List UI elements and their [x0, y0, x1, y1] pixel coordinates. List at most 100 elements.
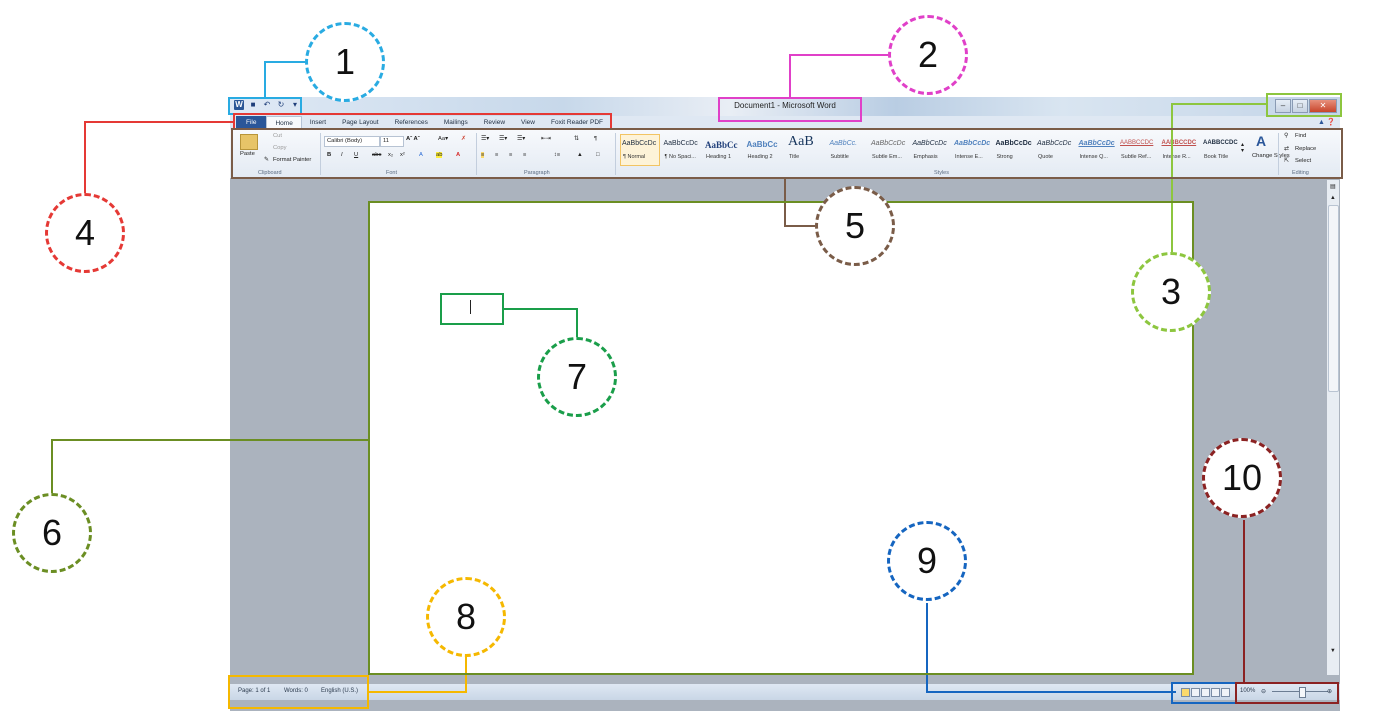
- multilevel-list-icon[interactable]: ☰▾: [517, 136, 526, 142]
- font-size-select[interactable]: 11: [380, 136, 404, 147]
- text-effects-icon[interactable]: A: [419, 152, 423, 158]
- sort-icon[interactable]: ⇅: [574, 136, 579, 142]
- numbering-icon[interactable]: ☰▾: [499, 136, 508, 142]
- replace-button[interactable]: Replace: [1295, 146, 1317, 152]
- web-layout-view-button[interactable]: [1201, 688, 1210, 697]
- undo-icon[interactable]: ↶: [263, 100, 271, 109]
- copy-button[interactable]: Copy: [273, 145, 287, 151]
- ribbon-home: [230, 130, 1340, 178]
- style-preview[interactable]: AaBbCc: [705, 140, 738, 150]
- style-preview[interactable]: AaBbCcDc: [995, 140, 1032, 147]
- style-preview[interactable]: AaBbCcDc: [912, 140, 947, 147]
- tab-page-layout[interactable]: Page Layout: [342, 119, 379, 126]
- style-preview[interactable]: AaBbCcDc: [954, 140, 991, 147]
- tab-insert[interactable]: Insert: [309, 119, 327, 126]
- scrollbar-thumb[interactable]: [1328, 205, 1339, 392]
- indent-icon[interactable]: ⇤⇥: [541, 136, 551, 142]
- pilcrow-icon[interactable]: ¶: [594, 136, 598, 142]
- style-name-label: ¶ Normal: [623, 154, 646, 160]
- document-page[interactable]: [370, 203, 1192, 673]
- style-preview[interactable]: AaBbCcDc: [663, 140, 698, 147]
- zoom-level[interactable]: 100%: [1240, 688, 1256, 694]
- find-icon[interactable]: ⚲: [1284, 133, 1289, 139]
- ruler-toggle-icon[interactable]: ▤: [1330, 184, 1336, 190]
- tab-mailings[interactable]: Mailings: [443, 119, 468, 126]
- select-button[interactable]: Select: [1295, 158, 1312, 164]
- paste-icon[interactable]: [240, 134, 258, 150]
- italic-button[interactable]: I: [341, 152, 343, 158]
- highlight-ribbon: [231, 128, 1343, 179]
- language-indicator[interactable]: English (U.S.): [321, 688, 359, 694]
- font-family-select[interactable]: Calibri (Body): [324, 136, 380, 147]
- style-preview[interactable]: AaBbCc.: [829, 140, 858, 147]
- maximize-button[interactable]: □: [1292, 99, 1308, 113]
- style-preview[interactable]: AaBbCcDc: [1037, 140, 1072, 147]
- justify-icon[interactable]: ≡: [523, 152, 527, 158]
- scroll-down-icon[interactable]: ▼: [1330, 648, 1336, 654]
- word-logo-icon[interactable]: W: [234, 100, 244, 110]
- change-styles-icon[interactable]: A: [1256, 133, 1267, 149]
- underline-button[interactable]: U: [354, 152, 359, 158]
- callout-4: 4: [45, 193, 125, 273]
- scroll-up-icon[interactable]: ▲: [1330, 195, 1336, 201]
- style-normal-selected[interactable]: [620, 134, 660, 166]
- leader-line-8: [369, 657, 467, 693]
- callout-1: 1: [305, 22, 385, 102]
- superscript-button[interactable]: x²: [400, 152, 405, 158]
- highlight-color-icon[interactable]: ab: [436, 152, 443, 158]
- style-preview[interactable]: AaB: [788, 134, 814, 149]
- align-right-icon[interactable]: ≡: [509, 152, 513, 158]
- grow-font-icon[interactable]: Aˆ Aˇ: [406, 136, 420, 142]
- cut-button[interactable]: Cut: [273, 133, 283, 139]
- change-styles-button[interactable]: Change Styles: [1252, 153, 1290, 159]
- help-icon[interactable]: ▲ ❓: [1318, 119, 1336, 126]
- redo-icon[interactable]: ↻: [277, 100, 285, 109]
- replace-icon[interactable]: ⇄: [1284, 146, 1289, 152]
- format-painter-button[interactable]: Format Painter: [273, 157, 312, 163]
- style-preview[interactable]: AABBCCDC: [1161, 140, 1197, 146]
- change-case-icon[interactable]: Aa▾: [438, 136, 449, 142]
- format-painter-icon[interactable]: ✎: [264, 157, 269, 163]
- callout-7: 7: [537, 337, 617, 417]
- shading-icon[interactable]: ▲: [577, 152, 583, 158]
- paste-button[interactable]: Paste: [240, 151, 255, 157]
- line-spacing-icon[interactable]: ↕≡: [554, 152, 561, 158]
- word-count[interactable]: Words: 0: [284, 688, 308, 694]
- print-layout-view-button[interactable]: [1181, 688, 1190, 697]
- zoom-out-icon[interactable]: ⊖: [1261, 689, 1267, 695]
- find-button[interactable]: Find: [1295, 133, 1307, 139]
- style-preview[interactable]: AaBbCc: [746, 140, 778, 149]
- full-screen-reading-view-button[interactable]: [1191, 688, 1200, 697]
- tab-file[interactable]: File: [236, 116, 267, 130]
- tab-home[interactable]: Home: [266, 116, 302, 130]
- zoom-slider-thumb[interactable]: [1299, 687, 1306, 698]
- align-left-icon[interactable]: ≡: [481, 152, 485, 158]
- minimize-button[interactable]: –: [1275, 99, 1291, 113]
- style-preview[interactable]: AABBCCDC: [1203, 140, 1238, 146]
- close-button[interactable]: ✕: [1309, 99, 1337, 113]
- save-icon[interactable]: ■: [250, 100, 256, 109]
- tab-references[interactable]: References: [394, 119, 428, 126]
- select-icon[interactable]: ⇱: [1284, 158, 1289, 164]
- styles-scroll-icon[interactable]: ▴▾: [1241, 142, 1244, 154]
- page-count[interactable]: Page: 1 of 1: [238, 688, 271, 694]
- tab-foxit-reader-pdf[interactable]: Foxit Reader PDF: [551, 119, 604, 126]
- style-preview[interactable]: AaBbCcDc: [871, 140, 906, 147]
- strikethrough-button[interactable]: abc: [372, 152, 382, 158]
- borders-icon[interactable]: □: [596, 152, 600, 158]
- style-preview[interactable]: AaBbCcDc: [1078, 140, 1115, 147]
- clear-formatting-icon[interactable]: ✗: [461, 136, 466, 142]
- align-center-icon[interactable]: ≡: [495, 152, 499, 158]
- customize-qat-icon[interactable]: ▾: [292, 100, 297, 109]
- subscript-button[interactable]: x₂: [388, 152, 394, 158]
- zoom-in-icon[interactable]: ⊕: [1327, 689, 1333, 695]
- style-preview[interactable]: AaBbCcDc: [622, 140, 657, 147]
- draft-view-button[interactable]: [1221, 688, 1230, 697]
- bullets-icon[interactable]: ☰▾: [481, 136, 490, 142]
- tab-review[interactable]: Review: [483, 119, 506, 126]
- style-preview[interactable]: AABBCCDC: [1120, 140, 1154, 146]
- outline-view-button[interactable]: [1211, 688, 1220, 697]
- bold-button[interactable]: B: [327, 152, 332, 158]
- font-color-icon[interactable]: A: [456, 152, 461, 158]
- tab-view[interactable]: View: [521, 119, 535, 126]
